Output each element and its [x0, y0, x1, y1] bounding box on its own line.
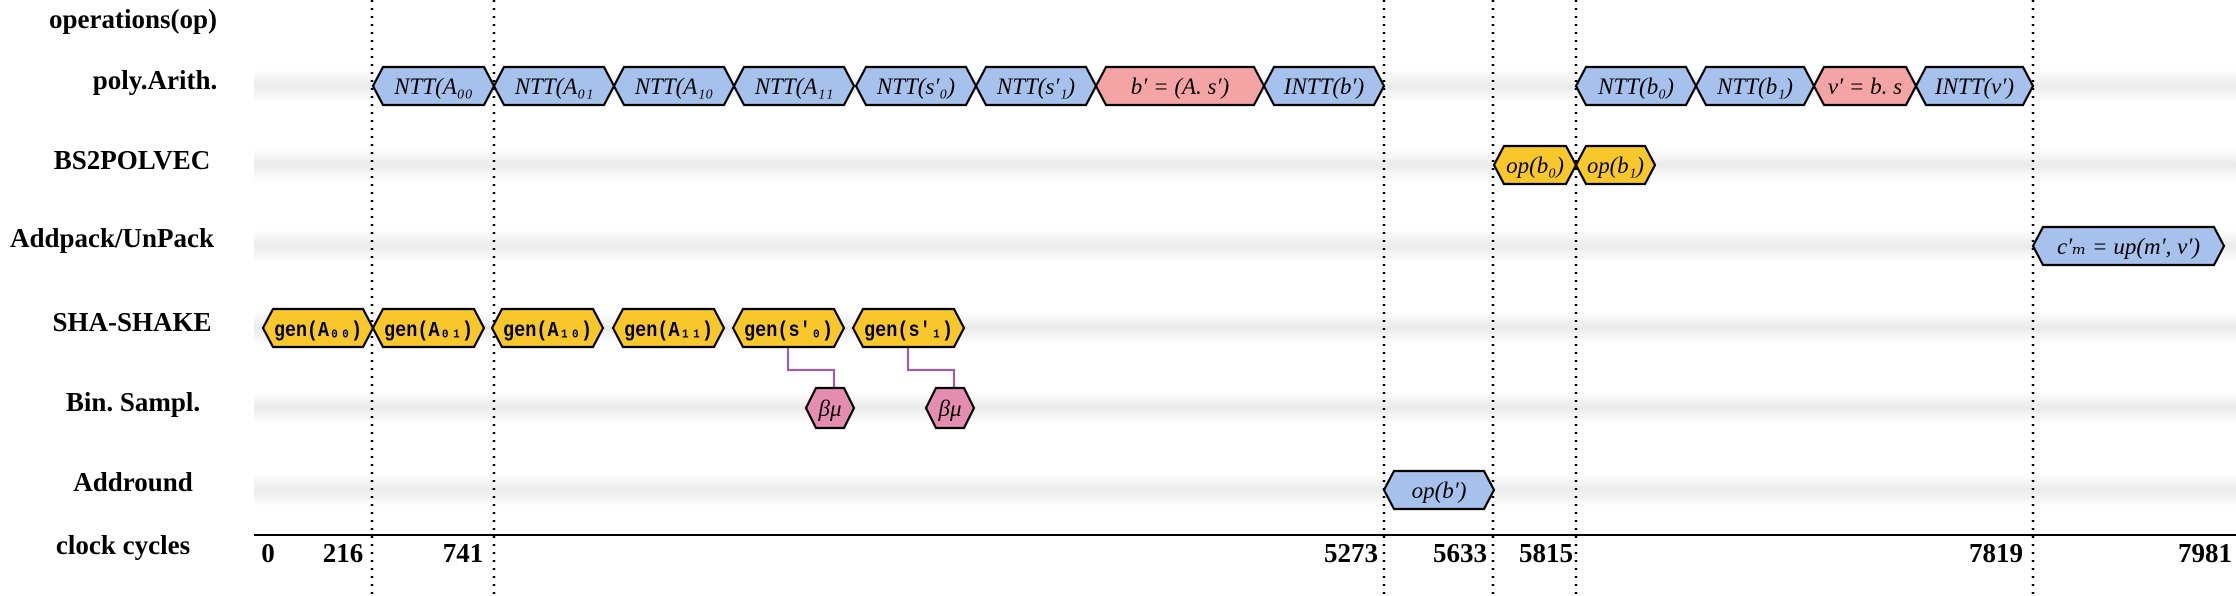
sampler-link — [906, 347, 956, 389]
tick-label-216: 216 — [323, 538, 364, 568]
op-label: op(b′) — [1412, 478, 1467, 503]
op-bin-23: βμ — [924, 386, 976, 430]
op-label: gen(A₀₁) — [384, 320, 473, 343]
op-shape — [924, 386, 976, 430]
op-label: c′ₘ = up(m′, v′) — [2057, 234, 2200, 259]
op-shape — [1574, 144, 1657, 186]
op-label: NTT(b₀) — [1597, 74, 1674, 99]
sampler-link — [786, 347, 836, 389]
row-label-sha: SHA-SHAKE — [52, 307, 211, 337]
op-shape — [1914, 65, 2035, 107]
op-shape — [2031, 225, 2226, 267]
tick-label-5273: 5273 — [1324, 538, 1378, 568]
op-shape — [490, 307, 605, 349]
op-label: βμ — [818, 396, 842, 421]
op-poly-8: INTT(b′) — [1262, 65, 1386, 107]
op-shape — [1382, 469, 1496, 511]
op-poly-5: NTT(s′₀) — [854, 65, 978, 107]
op-label: NTT(A₁₀ — [634, 74, 714, 99]
row-label-poly: poly.Arith. — [93, 65, 218, 95]
op-label: gen(A₀₀) — [274, 320, 362, 343]
op-sha-19: gen(A₁₁) — [611, 307, 726, 349]
tick-label-741: 741 — [443, 538, 484, 568]
op-sha-20: gen(s′₀) — [731, 307, 846, 349]
tick-label-5633: 5633 — [1433, 538, 1487, 568]
op-poly-7: b′ = (A. s′) — [1094, 65, 1266, 107]
op-poly-4: NTT(A₁₁ — [732, 65, 856, 107]
row-label-bin: Bin. Sampl. — [66, 387, 200, 417]
tick-label-7819: 7819 — [1969, 538, 2023, 568]
op-label: gen(A₁₁) — [624, 320, 713, 343]
op-bs2-14: op(b₁) — [1574, 144, 1657, 186]
op-label: NTT(s′₁) — [996, 74, 1075, 99]
op-shape — [371, 307, 486, 349]
row-band-addpack — [254, 229, 2236, 263]
op-shape — [731, 307, 846, 349]
op-label: NTT(b₁) — [1716, 74, 1793, 99]
op-poly-10: NTT(b₁) — [1694, 65, 1816, 107]
row-label-addpack: Addpack/UnPack — [10, 223, 214, 253]
row-band-bs2 — [254, 148, 2236, 182]
op-label: INTT(b′) — [1283, 74, 1364, 99]
op-label: INTT(v′) — [1934, 74, 2014, 99]
op-poly-2: NTT(A₀₁ — [492, 65, 616, 107]
tick-label-7981: 7981 — [2178, 538, 2232, 568]
op-addround-24: op(b′) — [1382, 469, 1496, 511]
row-label-bs2: BS2POLVEC — [54, 145, 211, 175]
op-sha-16: gen(A₀₀) — [261, 307, 375, 349]
op-label: op(b₀) — [1506, 153, 1564, 178]
op-label: NTT(s′₀) — [876, 74, 955, 99]
op-sha-18: gen(A₁₀) — [490, 307, 605, 349]
op-bin-22: βμ — [804, 386, 856, 430]
op-addpack-15: c′ₘ = up(m′, v′) — [2031, 225, 2226, 267]
axis-label: clock cycles — [56, 530, 190, 560]
op-label: gen(A₁₀) — [503, 320, 592, 343]
op-label: gen(s′₁) — [864, 320, 953, 343]
op-poly-6: NTT(s′₁) — [974, 65, 1098, 107]
tick-label-5815: 5815 — [1519, 538, 1573, 568]
op-label: NTT(A₁₁ — [754, 74, 834, 99]
op-poly-9: NTT(b₀) — [1574, 65, 1698, 107]
operations-header: operations(op) — [49, 4, 217, 34]
op-label: NTT(A₀₀ — [393, 74, 473, 99]
row-band-bin — [254, 391, 2236, 425]
op-shape — [1262, 65, 1386, 107]
op-label: gen(s′₀) — [744, 320, 833, 343]
op-shape — [611, 307, 726, 349]
row-band-addround — [254, 473, 2236, 507]
op-shape — [732, 65, 856, 107]
op-poly-1: NTT(A₀₀ — [371, 65, 496, 107]
op-poly-12: INTT(v′) — [1914, 65, 2035, 107]
op-poly-3: NTT(A₁₀ — [612, 65, 736, 107]
op-label: v′ = b. s — [1828, 74, 1902, 99]
tick-label-0: 0 — [261, 538, 275, 568]
op-label: βμ — [938, 396, 962, 421]
row-label-addround: Addround — [73, 467, 193, 497]
op-sha-21: gen(s′₁) — [851, 307, 966, 349]
op-label: op(b₁) — [1587, 153, 1644, 178]
op-label: b′ = (A. s′) — [1131, 74, 1229, 99]
op-shape — [804, 386, 856, 430]
op-bs2-13: op(b₀) — [1492, 144, 1578, 186]
op-sha-17: gen(A₀₁) — [371, 307, 486, 349]
op-label: NTT(A₀₁ — [514, 74, 594, 99]
op-poly-11: v′ = b. s — [1812, 65, 1918, 107]
op-shape — [851, 307, 966, 349]
